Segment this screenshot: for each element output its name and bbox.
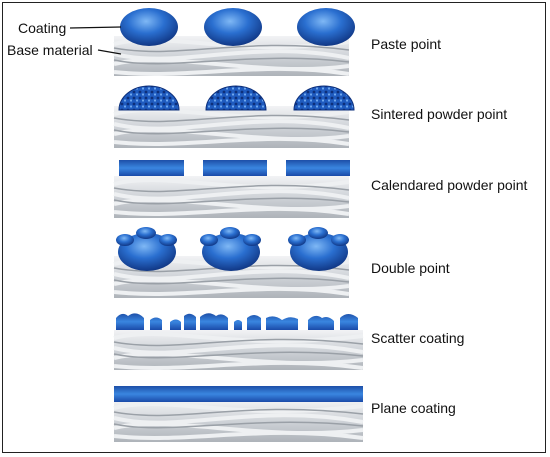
fabric-base [113, 176, 350, 218]
row-label-paste-point: Paste point [371, 36, 442, 52]
fabric-base [113, 106, 350, 148]
figure-frame [2, 2, 546, 453]
row-label-plane-coating: Plane coating [371, 400, 456, 416]
row-label-calendared-powder-point: Calendared powder point [371, 177, 528, 193]
coating-plane-layer [114, 386, 363, 402]
fabric-base [113, 330, 364, 370]
coating-domes [120, 8, 355, 46]
row-paste-point [69, 8, 355, 76]
row-double-point [113, 227, 350, 298]
coating-scatter-particles [116, 313, 358, 330]
callout-coating: Coating [18, 20, 67, 36]
fabric-base [113, 400, 364, 442]
row-scatter-coating [113, 313, 364, 370]
row-label-scatter-coating: Scatter coating [371, 330, 465, 346]
callout-line-coating [69, 26, 122, 29]
row-calendared-powder-point [113, 160, 350, 218]
callout-line-base [97, 49, 122, 55]
coating-sintered-points [118, 85, 355, 111]
row-label-sintered-powder-point: Sintered powder point [371, 106, 508, 122]
callout-base-material: Base material [7, 42, 93, 58]
row-sintered-powder-point [113, 85, 355, 148]
coating-calendared-points [119, 160, 350, 176]
coating-double-points [116, 227, 349, 271]
row-label-double-point: Double point [371, 260, 450, 276]
row-plane-coating [113, 386, 364, 442]
